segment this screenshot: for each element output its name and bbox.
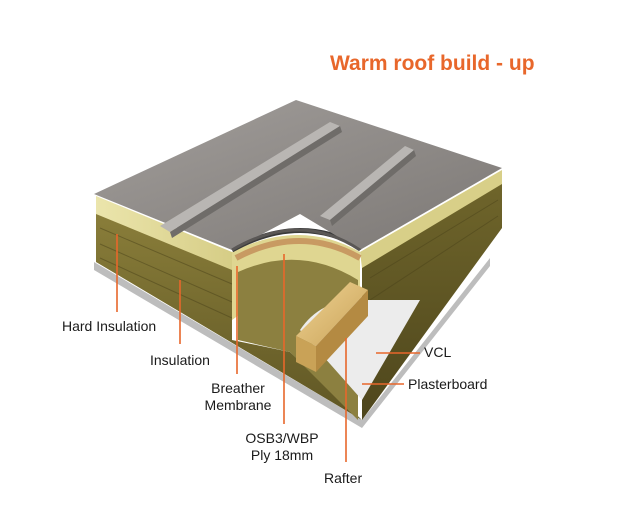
rafter-beam <box>296 282 368 346</box>
rafter-front <box>296 336 316 372</box>
label-breather-line1: Breather <box>211 380 265 396</box>
insulation-front-face <box>96 212 362 420</box>
standing-seams <box>160 122 416 238</box>
plasterboard-slab <box>94 258 490 428</box>
label-vcl: VCL <box>424 344 452 360</box>
label-plasterboard: Plasterboard <box>408 376 488 392</box>
diagram-title: Warm roof build - up <box>330 52 535 75</box>
label-rafter: Rafter <box>324 470 363 486</box>
label-hard-insulation: Hard Insulation <box>62 318 157 334</box>
label-osb-line2: Ply 18mm <box>250 447 314 463</box>
insulation-texture <box>99 199 499 319</box>
label-osb-line1: OSB3/WBP <box>245 430 319 446</box>
hard-insulation-left <box>96 196 232 270</box>
label-osb-ply: OSB3/WBP Ply 18mm <box>236 430 328 464</box>
label-insulation: Insulation <box>150 352 210 368</box>
insulation-right-face <box>362 182 502 420</box>
leader-lines <box>116 234 420 462</box>
label-breather-membrane: Breather Membrane <box>196 380 280 414</box>
roof-sheet-edge <box>231 228 361 252</box>
osb-layer <box>234 238 362 261</box>
rafter-side <box>316 290 368 372</box>
label-breather-line2: Membrane <box>204 397 272 413</box>
hard-insulation-right <box>360 170 502 268</box>
